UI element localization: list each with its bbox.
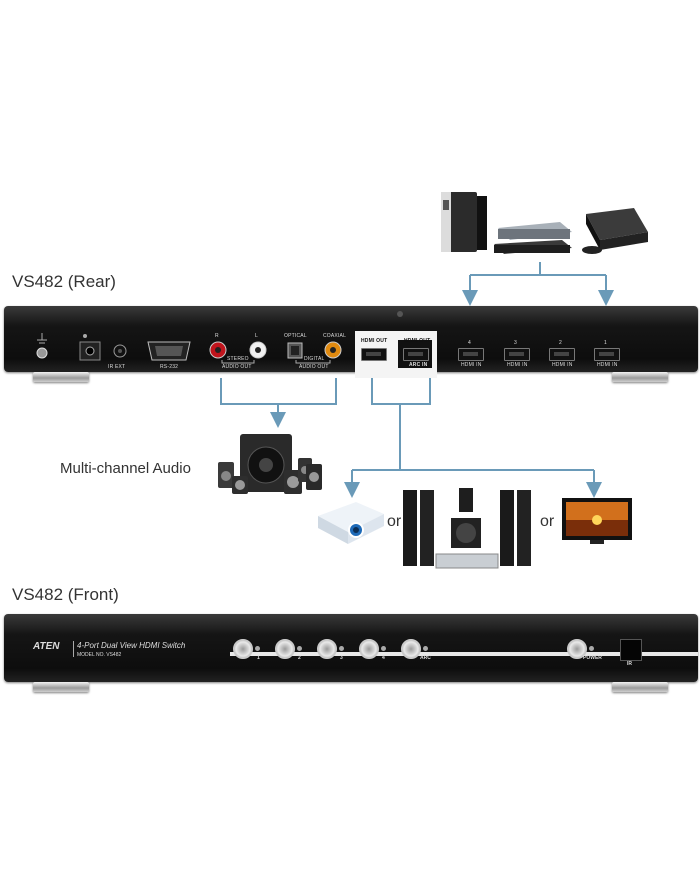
model-number: MODEL NO. VS482 (77, 652, 122, 658)
power-button[interactable] (567, 639, 587, 659)
hdmi-in-2-label: HDMI IN (552, 362, 573, 368)
hdmi-out-2-label: HDMI OUT (404, 338, 431, 344)
dvd-player-icon (494, 222, 572, 254)
input-4-button-label: 4 (382, 655, 385, 661)
hdmi-in-1-port (594, 348, 620, 361)
input-4-label: 4 (468, 340, 471, 346)
input-3-button-label: 3 (340, 655, 343, 661)
power-led (589, 646, 594, 651)
input-1-label: 1 (604, 340, 607, 346)
hdmi-out-2-port (403, 348, 429, 361)
input-4-led (381, 646, 386, 651)
digital-audio-out-label: AUDIO OUT (299, 364, 329, 370)
input-2-button-label: 2 (298, 655, 301, 661)
panel-screw (397, 311, 403, 317)
hdmi-in-3-label: HDMI IN (507, 362, 528, 368)
input-2-led (297, 646, 302, 651)
model-name: 4-Port Dual View HDMI Switch (77, 641, 186, 650)
rear-panel (4, 306, 698, 372)
front-foot-right (612, 682, 668, 692)
input-2-label: 2 (559, 340, 562, 346)
aten-logo: ATEN (33, 641, 60, 652)
coaxial-label: COAXIAL (323, 333, 347, 339)
pc-tower-icon (441, 192, 487, 252)
hdmi-in-2-port (549, 348, 575, 361)
ir-ext-jack (113, 344, 127, 358)
coaxial-jack (324, 341, 342, 359)
input-1-button-label: 1 (257, 655, 260, 661)
source-connector (469, 262, 607, 296)
ir-receiver-window (620, 639, 642, 661)
hdmi-in-3-port (504, 348, 530, 361)
hdmi-out-1-label: HDMI OUT (361, 338, 388, 344)
power-button-label: POWER (583, 655, 602, 661)
stereo-bracket (221, 360, 255, 364)
hdmi-in-1-label: HDMI IN (597, 362, 618, 368)
ir-label: IR (627, 661, 632, 667)
rs232-label: RS-232 (160, 364, 179, 370)
arc-button[interactable] (401, 639, 421, 659)
or-text-1: or (387, 513, 402, 530)
audio-caption: Multi-channel Audio (60, 460, 191, 477)
rear-foot-left (33, 372, 89, 382)
arc-button-label: ARC (420, 655, 431, 661)
front-stripe (230, 652, 698, 656)
ir-ext-label: IR EXT (108, 364, 126, 370)
home-theater-icon (403, 488, 531, 569)
arc-in-label: ARC IN (409, 362, 428, 368)
tv-icon (562, 498, 632, 544)
hdmi-in-4-label: HDMI IN (461, 362, 482, 368)
logo-divider (73, 641, 74, 657)
speaker-system-icon (218, 434, 322, 494)
rear-foot-right (612, 372, 668, 382)
stereo-label: STEREO (227, 356, 249, 362)
hdmi-in-4-port (458, 348, 484, 361)
audio-connector (220, 378, 337, 420)
hdmi-out-connector (352, 378, 594, 471)
rear-title: VS482 (Rear) (12, 272, 116, 291)
input-1-led (255, 646, 260, 651)
arc-led (423, 646, 428, 651)
input-3-button[interactable] (317, 639, 337, 659)
input-4-button[interactable] (359, 639, 379, 659)
dc-power-jack (79, 334, 101, 361)
front-foot-left (33, 682, 89, 692)
input-1-button[interactable] (233, 639, 253, 659)
input-3-label: 3 (514, 340, 517, 346)
rca-right-jack (209, 341, 227, 359)
projector-icon (318, 502, 384, 544)
hdmi-out-1-port (361, 348, 387, 361)
input-3-led (339, 646, 344, 651)
digital-label: DIGITAL (304, 356, 325, 362)
front-title: VS482 (Front) (12, 585, 119, 604)
optical-port (287, 342, 303, 359)
rs232-port (147, 341, 191, 361)
digital-bracket (295, 360, 331, 364)
or-text-2: or (540, 513, 555, 530)
input-2-button[interactable] (275, 639, 295, 659)
ground-icon (36, 333, 48, 359)
l-label: L (255, 333, 258, 339)
game-console-icon (582, 208, 648, 254)
r-label: R (215, 333, 219, 339)
rca-left-jack (249, 341, 267, 359)
audio-out-label: AUDIO OUT (222, 364, 252, 370)
optical-label: OPTICAL (284, 333, 307, 339)
